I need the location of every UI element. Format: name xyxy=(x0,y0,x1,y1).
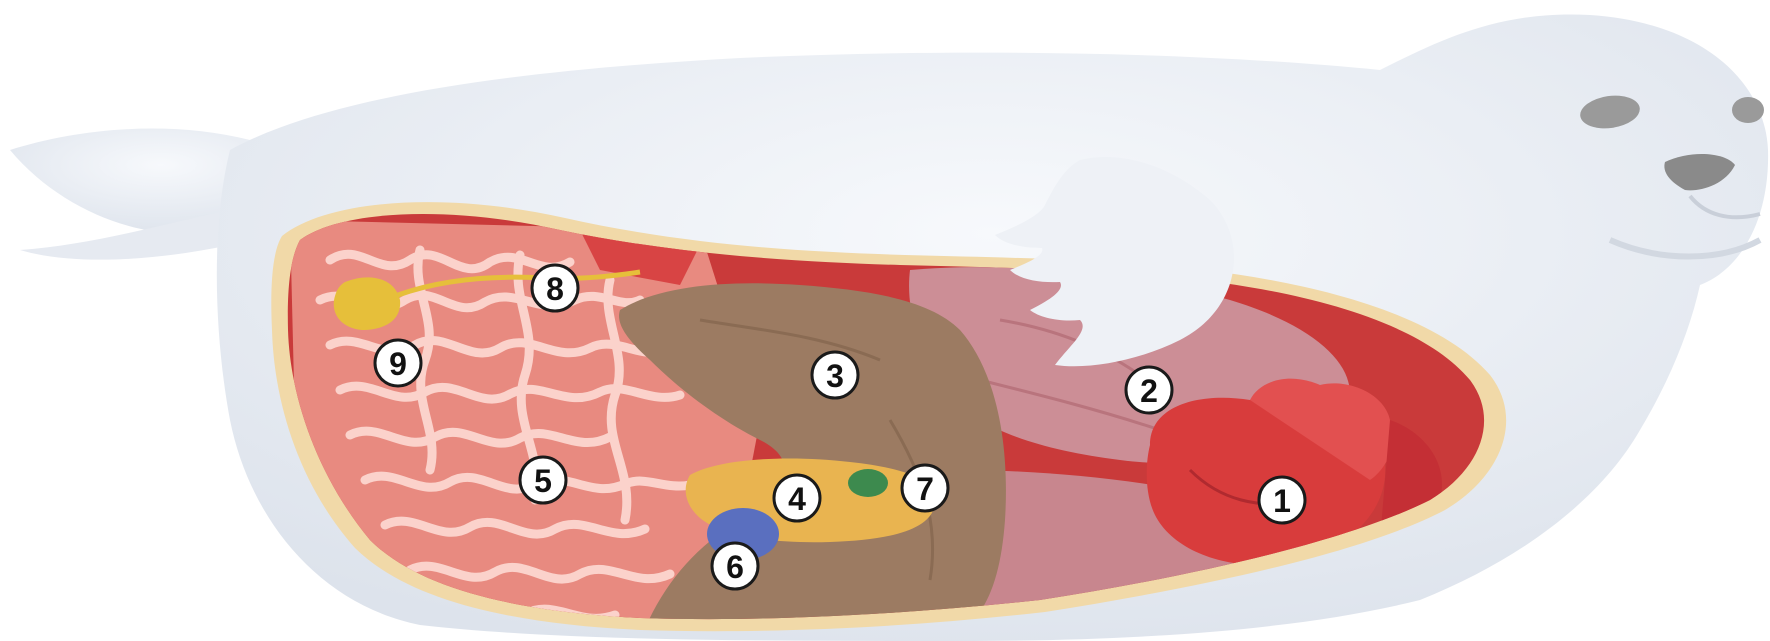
eye-right xyxy=(1732,97,1764,123)
label-2: 2 xyxy=(1126,367,1172,413)
label-9-text: 9 xyxy=(389,346,407,382)
label-8-text: 8 xyxy=(546,271,564,307)
label-7: 7 xyxy=(902,465,948,511)
label-6-text: 6 xyxy=(726,549,744,585)
label-2-text: 2 xyxy=(1140,373,1158,409)
label-3: 3 xyxy=(812,352,858,398)
label-5-text: 5 xyxy=(534,463,552,499)
label-7-text: 7 xyxy=(916,471,934,507)
label-8: 8 xyxy=(532,265,578,311)
label-1-text: 1 xyxy=(1273,483,1291,519)
label-3-text: 3 xyxy=(826,358,844,394)
gallbladder xyxy=(848,469,888,497)
label-4: 4 xyxy=(774,475,820,521)
label-6: 6 xyxy=(712,543,758,589)
label-1: 1 xyxy=(1259,477,1305,523)
label-4-text: 4 xyxy=(788,481,806,517)
label-9: 9 xyxy=(375,340,421,386)
label-5: 5 xyxy=(520,457,566,503)
